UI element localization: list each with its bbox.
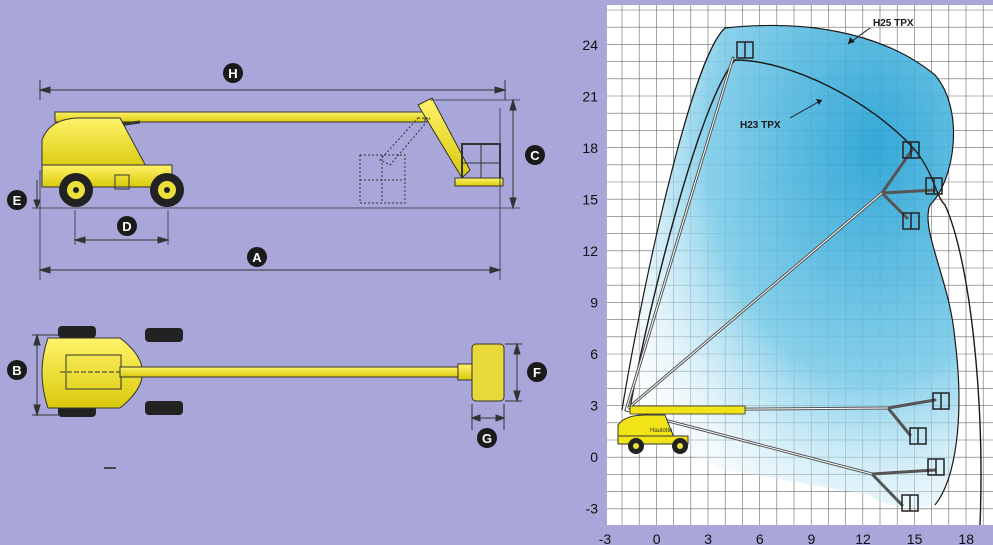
y-axis-ticks: 24 21 18 15 12 9 6 3 0 -3 xyxy=(582,37,598,517)
x-tick-label: -3 xyxy=(599,531,612,545)
rear-wheel xyxy=(150,173,184,207)
x-tick-label: 6 xyxy=(756,531,764,545)
svg-text:H: H xyxy=(228,66,237,81)
y-tick-label: 21 xyxy=(582,89,598,105)
label-e: E xyxy=(7,190,27,210)
y-tick-label: 9 xyxy=(590,295,598,311)
y-tick-label: 12 xyxy=(582,243,598,259)
x-tick-label: 9 xyxy=(808,531,816,545)
dimension-b-line xyxy=(32,333,60,417)
dimension-h-line xyxy=(38,80,507,100)
dimension-c-line xyxy=(509,98,517,210)
dimension-g-line xyxy=(470,404,506,430)
label-g: G xyxy=(477,428,497,448)
working-envelope-chart: Haulotte H25 TPX H23 TPX 24211815129630-… xyxy=(582,5,993,545)
svg-text:D: D xyxy=(122,219,131,234)
top-boom xyxy=(119,366,466,378)
chassis-body xyxy=(41,117,149,171)
x-tick-label: 18 xyxy=(958,531,974,545)
x-tick-label: 3 xyxy=(704,531,712,545)
front-wheel xyxy=(59,173,93,207)
label-c: C xyxy=(525,145,545,165)
svg-text:A: A xyxy=(252,250,262,265)
y-tick-label: 24 xyxy=(582,37,598,53)
side-view-drawing xyxy=(32,80,520,280)
y-tick-label: 0 xyxy=(590,449,598,465)
label-a: A xyxy=(247,247,267,267)
y-tick-label: 6 xyxy=(590,346,598,362)
mini-machine: Haulotte xyxy=(617,414,689,454)
machine-badge: Haulotte xyxy=(650,428,673,434)
dimension-f-line xyxy=(505,342,522,403)
x-tick-label: 15 xyxy=(907,531,923,545)
h25-label: H25 TPX xyxy=(873,18,914,29)
svg-text:G: G xyxy=(482,431,492,446)
ghost-basket xyxy=(359,117,432,204)
y-tick-label: 3 xyxy=(590,398,598,414)
svg-text:B: B xyxy=(12,363,21,378)
jib xyxy=(417,97,471,179)
label-b: B xyxy=(7,360,27,380)
h23-envelope xyxy=(629,59,982,526)
dimension-a-line xyxy=(38,266,502,274)
x-tick-label: 12 xyxy=(855,531,871,545)
basket-icons xyxy=(736,41,950,512)
label-f: F xyxy=(527,362,547,382)
dimension-d-line xyxy=(73,236,170,244)
dimension-e-line xyxy=(33,180,41,210)
top-view-drawing xyxy=(32,326,522,430)
svg-text:E: E xyxy=(13,193,22,208)
svg-text:F: F xyxy=(533,365,541,380)
h23-label: H23 TPX xyxy=(740,120,781,131)
top-basket xyxy=(471,343,505,402)
label-h: H xyxy=(223,63,243,83)
y-tick-label: 18 xyxy=(582,140,598,156)
x-tick-label: 0 xyxy=(653,531,661,545)
svg-text:C: C xyxy=(530,148,540,163)
x-axis-ticks: -3 0 3 6 9 12 15 18 xyxy=(599,531,974,545)
label-d: D xyxy=(117,216,137,236)
y-tick-label: 15 xyxy=(582,192,598,208)
y-tick-label: -3 xyxy=(586,501,599,517)
